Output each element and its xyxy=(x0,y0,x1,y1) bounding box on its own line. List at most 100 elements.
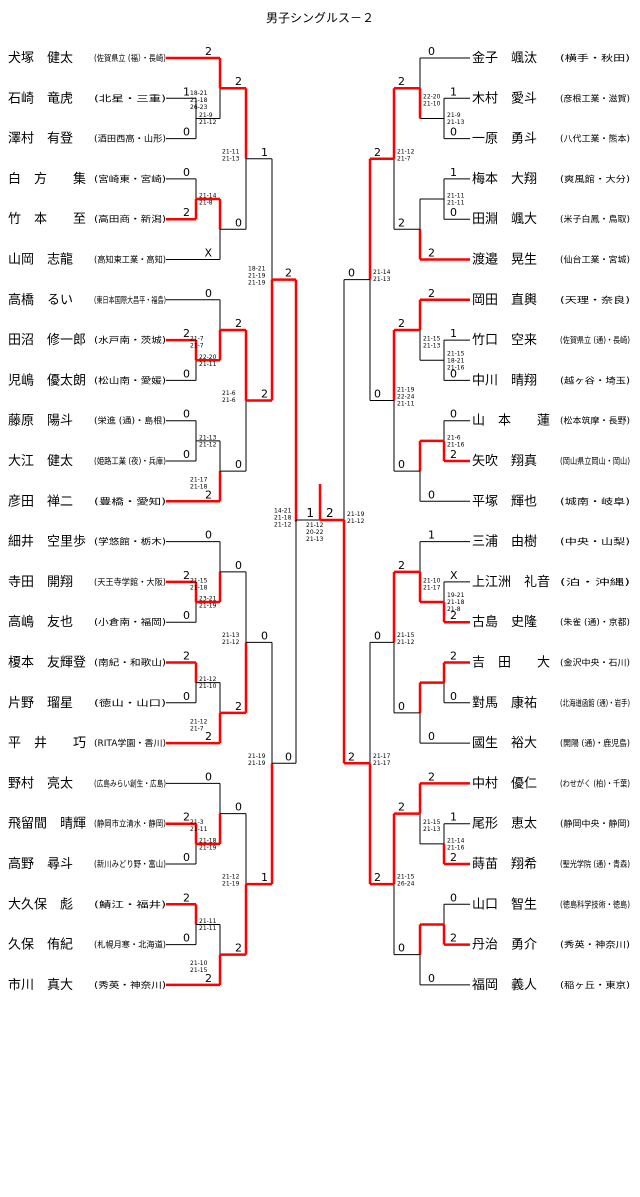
score-part: 21-10 xyxy=(423,101,441,108)
right-game-count: 1 xyxy=(450,327,457,340)
left-player-affiliation: (静岡市立清水・静岡) xyxy=(94,819,166,830)
left-player-affiliation: (豊橋・愛知) xyxy=(94,496,166,507)
score-part: 21-11 xyxy=(199,925,217,932)
left-player-name: 寺田 開翔 xyxy=(8,575,73,590)
right-game-count: 0 xyxy=(428,488,435,501)
right-player-name: 竹口 空来 xyxy=(472,333,537,348)
left-game-count: 0 xyxy=(205,529,212,542)
right-player-affiliation: (松本筑摩・長野) xyxy=(560,416,630,427)
left-player-affiliation: (学悠館・栃木) xyxy=(94,537,166,548)
right-player-affiliation: (越ヶ谷・埼玉) xyxy=(560,375,630,386)
score-part: 21-12 xyxy=(199,441,217,448)
score-part: 26-23 xyxy=(190,104,208,111)
score-part: 21-19 xyxy=(248,273,266,280)
left-game-count: 2 xyxy=(235,317,242,330)
score-part: 21-11 xyxy=(397,401,415,408)
left-game-count: 2 xyxy=(183,206,190,219)
score-part: 21-11 xyxy=(447,193,465,200)
score-part: 21-6 xyxy=(447,434,461,441)
right-player-name: 金子 颯汰 xyxy=(472,50,537,66)
right-player-name: 平塚 輝也 xyxy=(472,494,537,509)
left-player-name: 竹 本 至 xyxy=(8,212,86,227)
right-player-name: 上江洲 礼音 xyxy=(472,574,550,590)
right-game-count: 2 xyxy=(450,609,457,622)
right-game-count: 0 xyxy=(450,206,457,219)
score-part: 21-15 xyxy=(190,967,208,974)
left-player-name: 榎本 友輝登 xyxy=(8,655,86,671)
right-player-name: 國生 裕大 xyxy=(472,736,537,751)
score-part: 21-13 xyxy=(447,119,465,126)
right-game-count: 0 xyxy=(450,690,457,703)
score-part: 21-11 xyxy=(222,148,240,155)
game-counts: 21002X0200020202020202022020020212012001… xyxy=(183,45,458,985)
score-part: 21-13 xyxy=(423,343,441,350)
right-game-count: 0 xyxy=(428,972,435,985)
left-game-count: 0 xyxy=(183,367,190,380)
left-player-name: 細井 空里歩 xyxy=(8,535,86,550)
score-part: 21-12 xyxy=(347,518,365,525)
score-part: 21-12 xyxy=(306,522,324,529)
score-part: 20-22 xyxy=(306,529,324,536)
left-game-count: 2 xyxy=(205,730,212,743)
right-player-affiliation: (岡山県立岡山・岡山) xyxy=(560,456,630,467)
left-player-name: 白 方 集 xyxy=(8,171,86,187)
left-game-count: 2 xyxy=(183,811,190,824)
left-game-count: X xyxy=(204,247,212,260)
right-game-count: 2 xyxy=(398,75,405,88)
right-player-affiliation: (わせがく (柏)・千葉) xyxy=(560,778,630,789)
left-player-affiliation: (姫路工業 (夜)・兵庫) xyxy=(94,456,166,467)
left-player-name: 大江 健太 xyxy=(8,454,73,469)
score-part: 21-9 xyxy=(447,112,461,119)
right-player-affiliation: (佐賀県立 (通)・長崎) xyxy=(560,335,630,346)
left-player-affiliation: (RITA学園・香川) xyxy=(94,738,166,749)
left-player-affiliation: (鯖江・福井) xyxy=(94,899,166,910)
right-player-affiliation: (中央・山梨) xyxy=(560,537,630,548)
score-part: 21-11 xyxy=(199,918,217,925)
left-player-affiliation: (北星・三重) xyxy=(94,93,166,104)
right-player-name: 山 本 蓮 xyxy=(472,414,550,429)
score-part: 21-17 xyxy=(190,477,208,484)
left-game-count: 0 xyxy=(183,126,190,139)
score-part: 21-11 xyxy=(190,826,208,833)
right-player-affiliation: (八代工業・熊本) xyxy=(560,134,630,145)
score-part: 21-13 xyxy=(306,536,324,543)
left-player-affiliation: (高知東工業・高知) xyxy=(94,255,166,266)
left-player-name: 犬塚 健太 xyxy=(8,51,73,66)
left-player-affiliation: (宮崎東・宮崎) xyxy=(94,174,166,185)
score-part: 21-13 xyxy=(373,276,391,283)
right-player-name: 丹治 勇介 xyxy=(472,938,537,953)
score-part: 21-14 xyxy=(373,269,391,276)
score-part: 21-7 xyxy=(190,343,204,350)
left-game-count: 2 xyxy=(205,488,212,501)
right-player-name: 福岡 義人 xyxy=(472,977,537,993)
score-part: 21-14 xyxy=(199,193,217,200)
score-part: 21-17 xyxy=(423,584,441,591)
right-game-count: 0 xyxy=(450,408,457,421)
score-part: 21-10 xyxy=(190,960,208,967)
score-part: 21-16 xyxy=(447,441,465,448)
right-game-count: 0 xyxy=(450,891,457,904)
score-part: 21-15 xyxy=(423,819,441,826)
right-player-affiliation: (城南・岐阜) xyxy=(560,496,630,507)
score-part: 21-16 xyxy=(447,364,465,371)
right-game-count: 0 xyxy=(450,367,457,380)
left-player-affiliation: (松山南・愛媛) xyxy=(94,375,166,386)
left-game-count: 2 xyxy=(183,891,190,904)
left-player-affiliation: (東日本国際大昌平・福島) xyxy=(94,295,166,306)
left-player-name: 飛留間 晴輝 xyxy=(8,817,86,832)
right-game-count: 1 xyxy=(450,811,457,824)
